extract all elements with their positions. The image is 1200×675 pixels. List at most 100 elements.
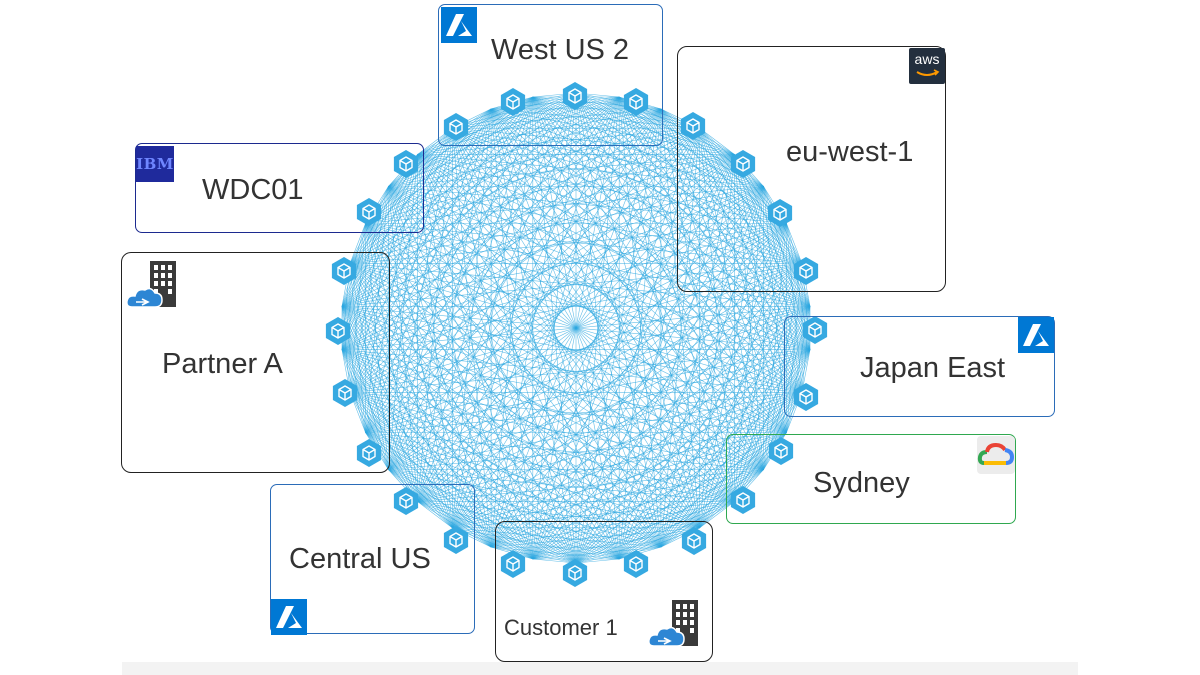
mesh-link (349, 92, 577, 264)
mesh-link (490, 108, 787, 224)
mesh-link (365, 223, 577, 564)
mesh-link (417, 501, 661, 548)
mesh-link (341, 127, 700, 307)
mesh-link (490, 108, 577, 564)
mesh-link (452, 127, 787, 433)
mesh-link (388, 469, 453, 529)
mesh-link (417, 108, 492, 502)
mesh-link (388, 127, 700, 470)
mesh-link (388, 469, 661, 548)
mesh-link (491, 469, 764, 548)
region-label: Japan East (860, 352, 1006, 384)
region-wdc01[interactable]: IBM WDC01 (135, 143, 424, 233)
mesh-link (490, 108, 735, 502)
mesh-link (388, 186, 620, 560)
mesh-link (417, 154, 492, 548)
vnet-node-icon (767, 199, 793, 227)
mesh-link (349, 96, 534, 393)
mesh-link (452, 127, 803, 264)
region-partner-a[interactable]: Partner A (121, 252, 390, 473)
mesh-link (417, 96, 534, 502)
mesh-link (575, 558, 620, 564)
mesh-link (491, 108, 735, 155)
mesh-link (365, 432, 620, 560)
building-cloud-icon (648, 598, 704, 653)
region-customer-1[interactable]: Customer 1 (495, 521, 713, 662)
region-japan-east[interactable]: Japan East (784, 316, 1055, 417)
mesh-link (734, 223, 787, 502)
region-label: Customer 1 (504, 615, 618, 640)
mesh-link (388, 186, 803, 264)
mesh-link (365, 96, 533, 224)
mesh-link (490, 108, 787, 433)
region-sydney[interactable]: Sydney (726, 434, 1016, 524)
mesh-link (365, 96, 534, 433)
mesh-link (341, 306, 787, 434)
mesh-link (490, 108, 811, 307)
vnet-node-icon (500, 88, 526, 116)
mesh-link (417, 501, 453, 529)
region-central-us[interactable]: Central US (270, 484, 475, 635)
mesh-link (341, 349, 700, 529)
mesh-link (491, 546, 577, 564)
mesh-link (532, 128, 700, 560)
mesh-link (388, 263, 803, 470)
vnet-node-icon (623, 550, 649, 578)
mesh-link (699, 127, 735, 155)
mesh-link (532, 96, 787, 433)
vnet-node-icon (623, 88, 649, 116)
mesh-link (349, 392, 787, 434)
mesh-link (532, 96, 662, 548)
mesh-nodes (325, 82, 828, 587)
mesh-link (365, 222, 811, 350)
mesh-link (341, 306, 662, 548)
mesh-link (417, 154, 787, 433)
mesh-link (388, 108, 492, 470)
mesh-link (417, 154, 662, 548)
mesh-link (734, 154, 787, 433)
ibm-logo-text: IBM (136, 155, 174, 173)
region-label: Sydney (813, 467, 910, 499)
vnet-node-icon (562, 559, 588, 587)
mesh-link (532, 96, 787, 224)
mesh-link (532, 96, 764, 187)
mesh-link (349, 392, 577, 564)
mesh-link (365, 306, 811, 434)
ibm-icon: IBM (136, 146, 174, 182)
mesh-link (451, 128, 577, 564)
mesh-link (660, 108, 735, 502)
mesh-link (451, 128, 534, 560)
mesh-link (341, 128, 453, 307)
region-west-us-2[interactable]: West US 2 (438, 4, 663, 146)
aws-icon: aws (909, 48, 945, 84)
mesh-link (532, 96, 620, 560)
mesh-link (365, 222, 803, 264)
mesh-link (490, 108, 764, 470)
mesh-link (417, 128, 453, 502)
mesh-link (417, 154, 577, 564)
mesh-link (618, 96, 764, 470)
mesh-link (618, 186, 764, 560)
mesh-link (532, 96, 764, 470)
mesh-link (660, 306, 811, 548)
mesh-link (349, 263, 811, 350)
mesh-link (532, 263, 803, 560)
mesh-link (388, 186, 700, 529)
mesh-link (417, 154, 534, 560)
mesh-link (388, 432, 787, 470)
region-eu-west-1[interactable]: aws eu-west-1 (677, 46, 946, 292)
mesh-link (365, 222, 764, 470)
mesh-link (349, 96, 534, 264)
mesh-link (365, 223, 735, 502)
mesh-link (452, 128, 735, 502)
mesh-link (365, 154, 735, 433)
vnet-node-icon (393, 487, 419, 515)
mesh-link (490, 96, 534, 548)
vnet-node-icon (680, 112, 706, 140)
mesh-link (575, 92, 735, 502)
mesh-link (341, 306, 700, 529)
azure-icon (1018, 317, 1054, 353)
mesh-link (417, 501, 492, 548)
mesh-link (532, 96, 811, 307)
